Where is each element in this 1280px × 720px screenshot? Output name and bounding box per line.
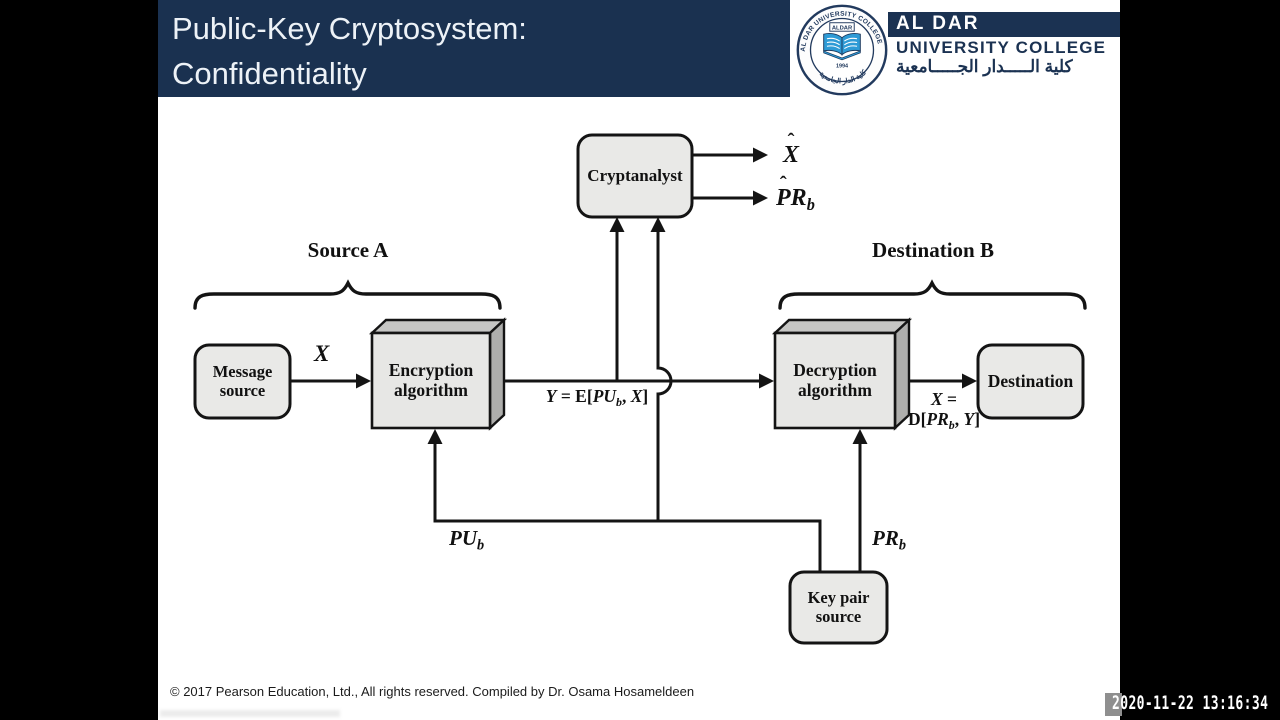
header-bar: Public-Key Cryptosystem: Confidentiality xyxy=(158,0,790,97)
slide-title-line1: Public-Key Cryptosystem: xyxy=(172,11,527,46)
university-logo: AL DAR UNIVERSITY COLLEGE ALDAR 1994 كلي… xyxy=(790,0,1120,97)
timestamp: 2020-11-22 13:16:34 xyxy=(1112,693,1269,715)
seal-banner-text: ALDAR xyxy=(832,25,853,31)
slide-title-line2: Confidentiality xyxy=(172,56,367,91)
seal-year: 1994 xyxy=(836,63,848,69)
logo-arabic-name: كلية الـــــدار الجـــــامعية xyxy=(896,57,1073,76)
seal-banner xyxy=(829,22,855,32)
logo-name-strip: AL DAR xyxy=(888,12,1120,37)
logo-name: AL DAR xyxy=(896,13,980,34)
logo-subname: UNIVERSITY COLLEGE xyxy=(896,38,1107,57)
timestamp-gray-block xyxy=(1105,693,1122,716)
open-book-icon xyxy=(823,33,861,61)
university-seal-icon: AL DAR UNIVERSITY COLLEGE ALDAR 1994 كلي… xyxy=(796,4,888,96)
ghost-text-artifact xyxy=(160,710,340,717)
slide-background: Public-Key Cryptosystem: Confidentiality… xyxy=(158,0,1120,720)
footer-copyright: © 2017 Pearson Education, Ltd., All righ… xyxy=(170,684,695,699)
